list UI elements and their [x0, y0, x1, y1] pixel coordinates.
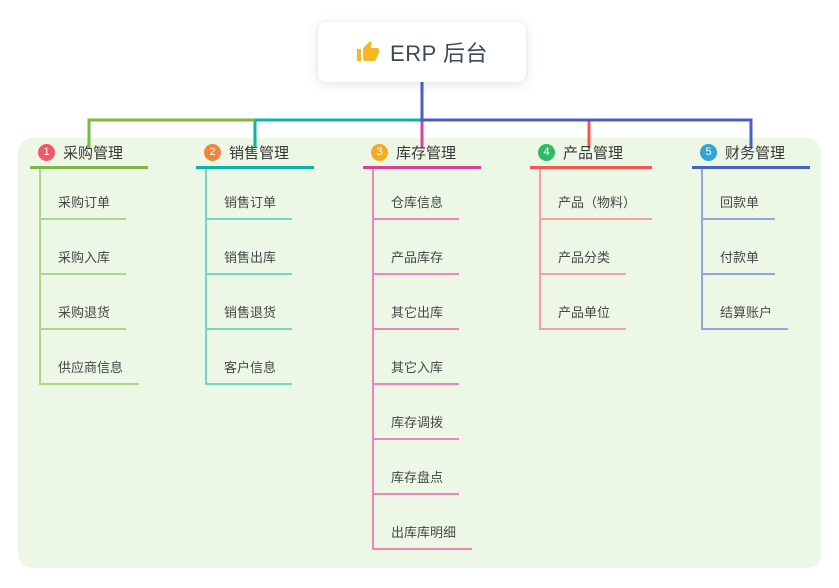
- child-node[interactable]: 付款单: [703, 220, 776, 275]
- child-node[interactable]: 采购订单: [41, 169, 127, 220]
- branch: 3 库存管理 仓库信息产品库存其它出库其它入库库存调拨库存盘点出库库明细: [363, 143, 481, 550]
- child-node[interactable]: 销售订单: [207, 169, 293, 220]
- branch-number-badge: 2: [204, 143, 221, 161]
- branch: 1 采购管理 采购订单采购入库采购退货供应商信息: [30, 143, 148, 385]
- branch-title: 财务管理: [725, 144, 786, 162]
- child-node[interactable]: 销售出库: [207, 220, 293, 275]
- branch-number-badge: 4: [538, 143, 555, 161]
- branches-panel: [18, 138, 821, 568]
- child-node[interactable]: 结算账户: [703, 275, 789, 330]
- child-node[interactable]: 采购退货: [41, 275, 127, 330]
- child-node[interactable]: 库存调拨: [374, 385, 460, 440]
- branch-header[interactable]: 4 产品管理: [530, 143, 653, 169]
- child-node[interactable]: 其它出库: [374, 275, 460, 330]
- child-node[interactable]: 产品分类: [541, 220, 627, 275]
- child-node[interactable]: 销售退货: [207, 275, 293, 330]
- branch-title: 产品管理: [563, 144, 624, 162]
- child-node[interactable]: 供应商信息: [41, 330, 140, 385]
- branch-children: 仓库信息产品库存其它出库其它入库库存调拨库存盘点出库库明细: [372, 169, 473, 550]
- branch-number-badge: 3: [371, 143, 388, 161]
- branch-children: 产品（物料）产品分类产品单位: [539, 169, 653, 330]
- child-node[interactable]: 采购入库: [41, 220, 127, 275]
- thumbs-up-icon: [357, 41, 380, 61]
- branch-number-badge: 5: [700, 143, 717, 161]
- child-node[interactable]: 其它入库: [374, 330, 460, 385]
- branch-title: 销售管理: [229, 144, 290, 162]
- branch: 5 财务管理 回款单付款单结算账户: [692, 143, 810, 330]
- branch-header[interactable]: 2 销售管理: [196, 143, 314, 169]
- branch-number-badge: 1: [38, 143, 55, 161]
- child-node[interactable]: 产品库存: [374, 220, 460, 275]
- child-node[interactable]: 产品（物料）: [541, 169, 653, 220]
- branch-header[interactable]: 1 采购管理: [30, 143, 148, 169]
- child-node[interactable]: 仓库信息: [374, 169, 460, 220]
- root-node[interactable]: ERP 后台: [318, 22, 526, 82]
- branch-children: 回款单付款单结算账户: [701, 169, 789, 330]
- branch-header[interactable]: 5 财务管理: [692, 143, 810, 169]
- branch-header[interactable]: 3 库存管理: [363, 143, 481, 169]
- root-node-label: ERP 后台: [390, 41, 488, 66]
- branch-title: 采购管理: [63, 144, 124, 162]
- branch: 2 销售管理 销售订单销售出库销售退货客户信息: [196, 143, 314, 385]
- branch-title: 库存管理: [396, 144, 457, 162]
- child-node[interactable]: 出库库明细: [374, 495, 473, 550]
- branch-children: 采购订单采购入库采购退货供应商信息: [39, 169, 140, 385]
- branch-children: 销售订单销售出库销售退货客户信息: [205, 169, 293, 385]
- child-node[interactable]: 回款单: [703, 169, 776, 220]
- child-node[interactable]: 产品单位: [541, 275, 627, 330]
- child-node[interactable]: 库存盘点: [374, 440, 460, 495]
- child-node[interactable]: 客户信息: [207, 330, 293, 385]
- branch: 4 产品管理 产品（物料）产品分类产品单位: [530, 143, 653, 330]
